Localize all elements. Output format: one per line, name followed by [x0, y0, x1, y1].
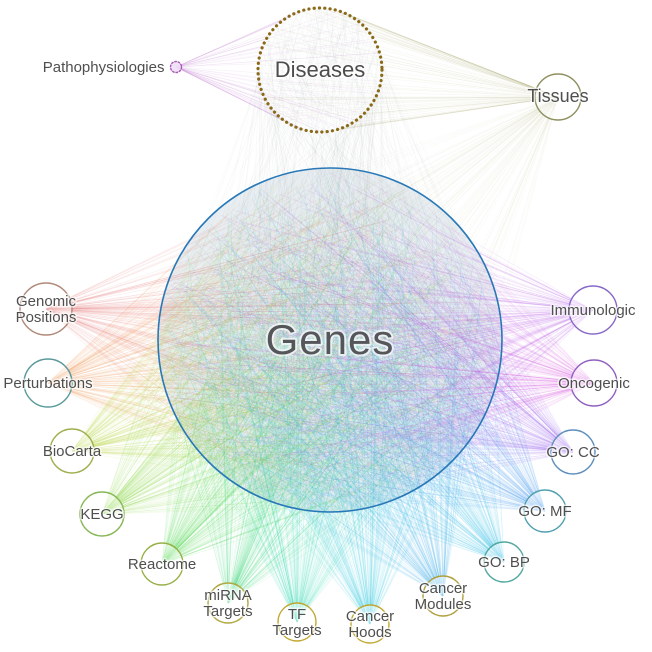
- genes-area: [158, 168, 502, 512]
- node-cancer-hoods[interactable]: [350, 604, 390, 644]
- edges-pathophysiologies-diseases: [175, 8, 382, 133]
- label-diseases: Diseases: [275, 57, 365, 82]
- label-go-cc: GO: CC: [546, 444, 600, 461]
- label-go-mf: GO: MF: [518, 503, 571, 520]
- label-perturbations: Perturbations: [3, 375, 92, 392]
- node-tissues[interactable]: [534, 73, 582, 121]
- label-pathophysiologies: Pathophysiologies: [43, 59, 165, 76]
- label-oncogenic: Oncogenic: [558, 375, 630, 392]
- node-go-bp[interactable]: [483, 541, 525, 583]
- edges-tissues-genes: [161, 96, 559, 499]
- edges-cancer-hoods-genes: [167, 174, 497, 625]
- node-pathophysiologies[interactable]: [169, 60, 183, 74]
- node-kegg[interactable]: [79, 491, 125, 537]
- edges-go-mf-genes: [163, 197, 546, 512]
- node-reactome[interactable]: [140, 542, 184, 586]
- edges-tissues-diseases: [258, 7, 559, 133]
- edges-go-bp-genes: [162, 172, 505, 563]
- edges-tf-targets-genes: [160, 182, 496, 623]
- node-go-mf[interactable]: [523, 489, 567, 533]
- edges-diseases-genes: [163, 7, 492, 503]
- edges-immunologic-genes: [172, 171, 594, 507]
- edges-kegg-genes: [101, 181, 496, 515]
- node-tf-targets[interactable]: [277, 602, 317, 642]
- node-genomic-positions[interactable]: [19, 282, 73, 336]
- edges-go-cc-genes: [170, 183, 574, 495]
- edges-oncogenic-genes: [175, 189, 595, 500]
- node-go-cc[interactable]: [550, 429, 596, 475]
- label-kegg: KEGG: [80, 506, 123, 523]
- node-cancer-modules[interactable]: [422, 575, 464, 617]
- label-go-bp: GO: BP: [478, 554, 530, 571]
- label-immunologic: Immunologic: [550, 302, 636, 319]
- node-genes[interactable]: [157, 167, 503, 513]
- edges-biocarta-genes: [71, 174, 498, 481]
- node-perturbations[interactable]: [23, 358, 73, 408]
- edges-perturbations-genes: [47, 185, 497, 506]
- edges-genomic-positions-genes: [45, 190, 496, 503]
- label-reactome: Reactome: [128, 556, 196, 573]
- edges-cancer-modules-genes: [165, 189, 483, 597]
- node-mirna-targets[interactable]: [207, 582, 249, 624]
- edges-reactome-genes: [161, 175, 488, 565]
- node-biocarta[interactable]: [49, 428, 95, 474]
- node-oncogenic[interactable]: [570, 359, 618, 407]
- label-tissues: Tissues: [527, 86, 588, 106]
- label-biocarta: BioCarta: [43, 443, 102, 460]
- node-diseases[interactable]: [256, 6, 384, 134]
- edges-mirna-targets-genes: [167, 194, 480, 604]
- node-immunologic[interactable]: [568, 285, 618, 335]
- label-genes: Genes: [266, 316, 395, 363]
- chords-diseases: [263, 11, 376, 130]
